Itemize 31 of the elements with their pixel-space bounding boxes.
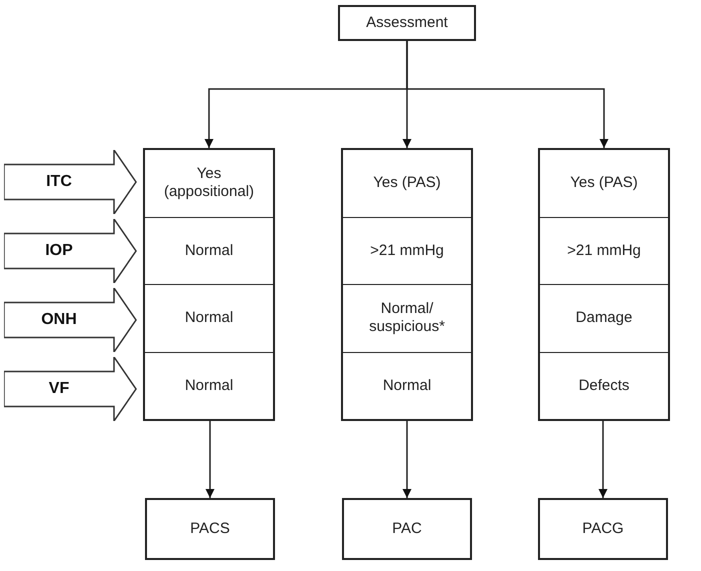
criteria-cell: Normal xyxy=(145,216,273,284)
criteria-cell: Normal/ suspicious* xyxy=(343,284,471,352)
pointer-label xyxy=(4,288,138,352)
outcome-box: PACS xyxy=(145,498,275,560)
pointer-label xyxy=(4,150,138,214)
criteria-cell: Yes (PAS) xyxy=(343,150,471,216)
criteria-cell: Defects xyxy=(540,352,668,419)
criterion-name: ITC xyxy=(46,173,72,191)
criteria-column xyxy=(143,148,275,421)
criteria-cell: Normal xyxy=(343,352,471,419)
criteria-cell: >21 mmHg xyxy=(343,216,471,284)
criteria-cell: Normal xyxy=(145,352,273,419)
pointer-label xyxy=(4,219,138,283)
arrow xyxy=(206,421,214,498)
start-box: Assessment xyxy=(338,5,476,41)
arrow xyxy=(402,421,412,498)
criteria-column xyxy=(538,148,670,421)
pointer-label xyxy=(4,357,138,421)
outcome-box: PACG xyxy=(538,498,668,560)
criterion-name: VF xyxy=(48,380,70,398)
criterion-name: IOP xyxy=(45,242,73,260)
criterion-name: ONH xyxy=(41,311,77,329)
criteria-cell: >21 mmHg xyxy=(540,216,668,284)
criteria-column xyxy=(341,148,473,421)
criteria-cell: Yes (appositional) xyxy=(145,150,273,216)
outcome-box: PAC xyxy=(342,498,472,560)
criteria-cell: Damage xyxy=(540,284,668,352)
arrow xyxy=(406,41,608,148)
criteria-cell: Normal xyxy=(145,284,273,352)
arrow xyxy=(598,421,608,498)
criteria-cell: Yes (PAS) xyxy=(540,150,668,216)
